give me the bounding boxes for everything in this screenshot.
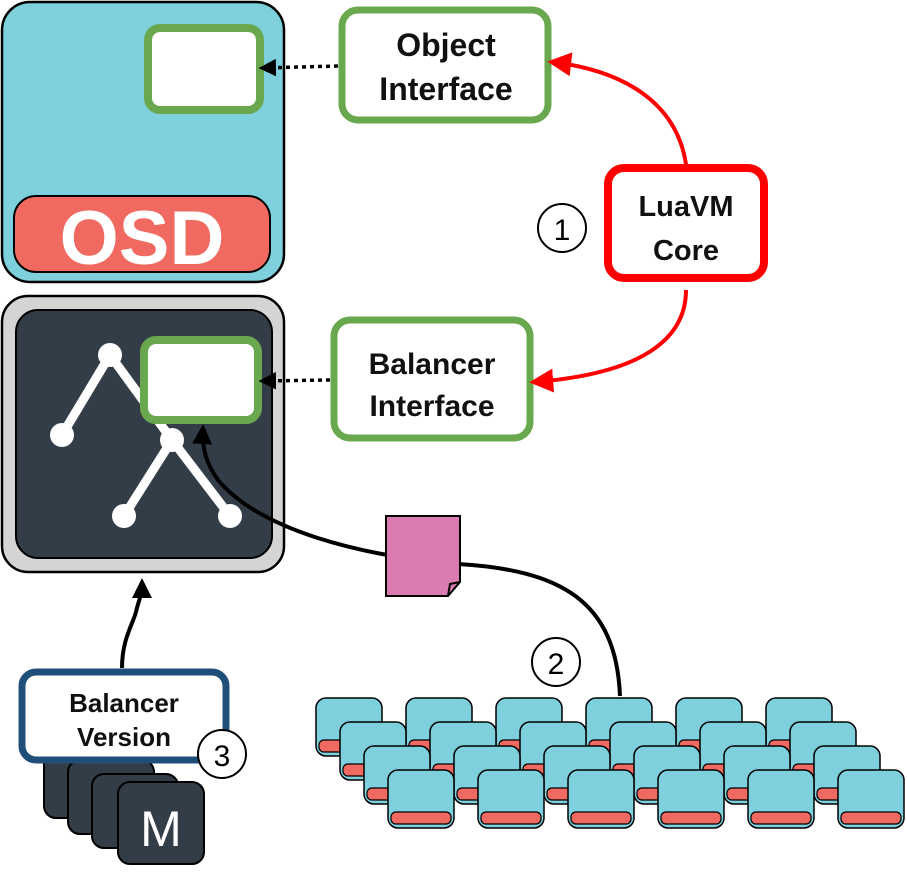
osd-object-slot <box>144 24 264 114</box>
balancer-interface-label-1: Balancer <box>369 348 496 381</box>
osd-cluster-node <box>747 769 815 829</box>
balancer-node <box>0 294 286 574</box>
osd-cluster-node <box>837 769 905 829</box>
object-document-icon <box>385 515 461 597</box>
luavm-core-node: LuaVM Core <box>604 164 768 282</box>
version-to-balancer-arrow <box>120 578 152 669</box>
osd-cluster-node <box>567 769 635 829</box>
balancer-version-label-2: Version <box>77 722 171 752</box>
osd-cluster-node <box>387 769 455 829</box>
osd-label: OSD <box>60 196 225 281</box>
monitor-front <box>117 781 205 865</box>
luavm-core-label-1: LuaVM <box>638 191 733 223</box>
core-to-balancer-arrow <box>529 289 688 393</box>
object-interface-label-1: Object <box>396 27 496 63</box>
osd-cluster-node <box>657 769 725 829</box>
step-2-badge: 2 <box>531 637 581 687</box>
luavm-core-label-2: Core <box>653 235 719 267</box>
object-interface-label-2: Interface <box>379 71 512 107</box>
object-interface-dotted-arrow <box>258 58 339 77</box>
balancer-interface-label-2: Interface <box>369 390 494 423</box>
object-interface-node: Object Interface <box>338 6 552 124</box>
osd-cluster <box>315 697 905 829</box>
step-2-label: 2 <box>548 648 565 681</box>
osd-label-band <box>13 195 271 273</box>
step-1-label: 1 <box>554 214 571 247</box>
core-to-object-arrow <box>547 52 688 165</box>
monitor-label: M <box>140 801 182 857</box>
balancer-interface-node: Balancer Interface <box>330 316 534 442</box>
balancer-version-label-1: Balancer <box>69 688 179 718</box>
balancer-interface-dotted-arrow <box>258 372 331 390</box>
balancer-version-node: Balancer Version <box>18 668 230 764</box>
step-1-badge: 1 <box>537 203 587 253</box>
osd-cluster-node <box>477 769 545 829</box>
osd-node: OSD <box>0 0 286 284</box>
balancer-slot <box>140 336 262 424</box>
step-3-badge: 3 <box>197 729 247 779</box>
step-3-label: 3 <box>214 740 231 773</box>
monitor-stack: M <box>43 743 205 865</box>
